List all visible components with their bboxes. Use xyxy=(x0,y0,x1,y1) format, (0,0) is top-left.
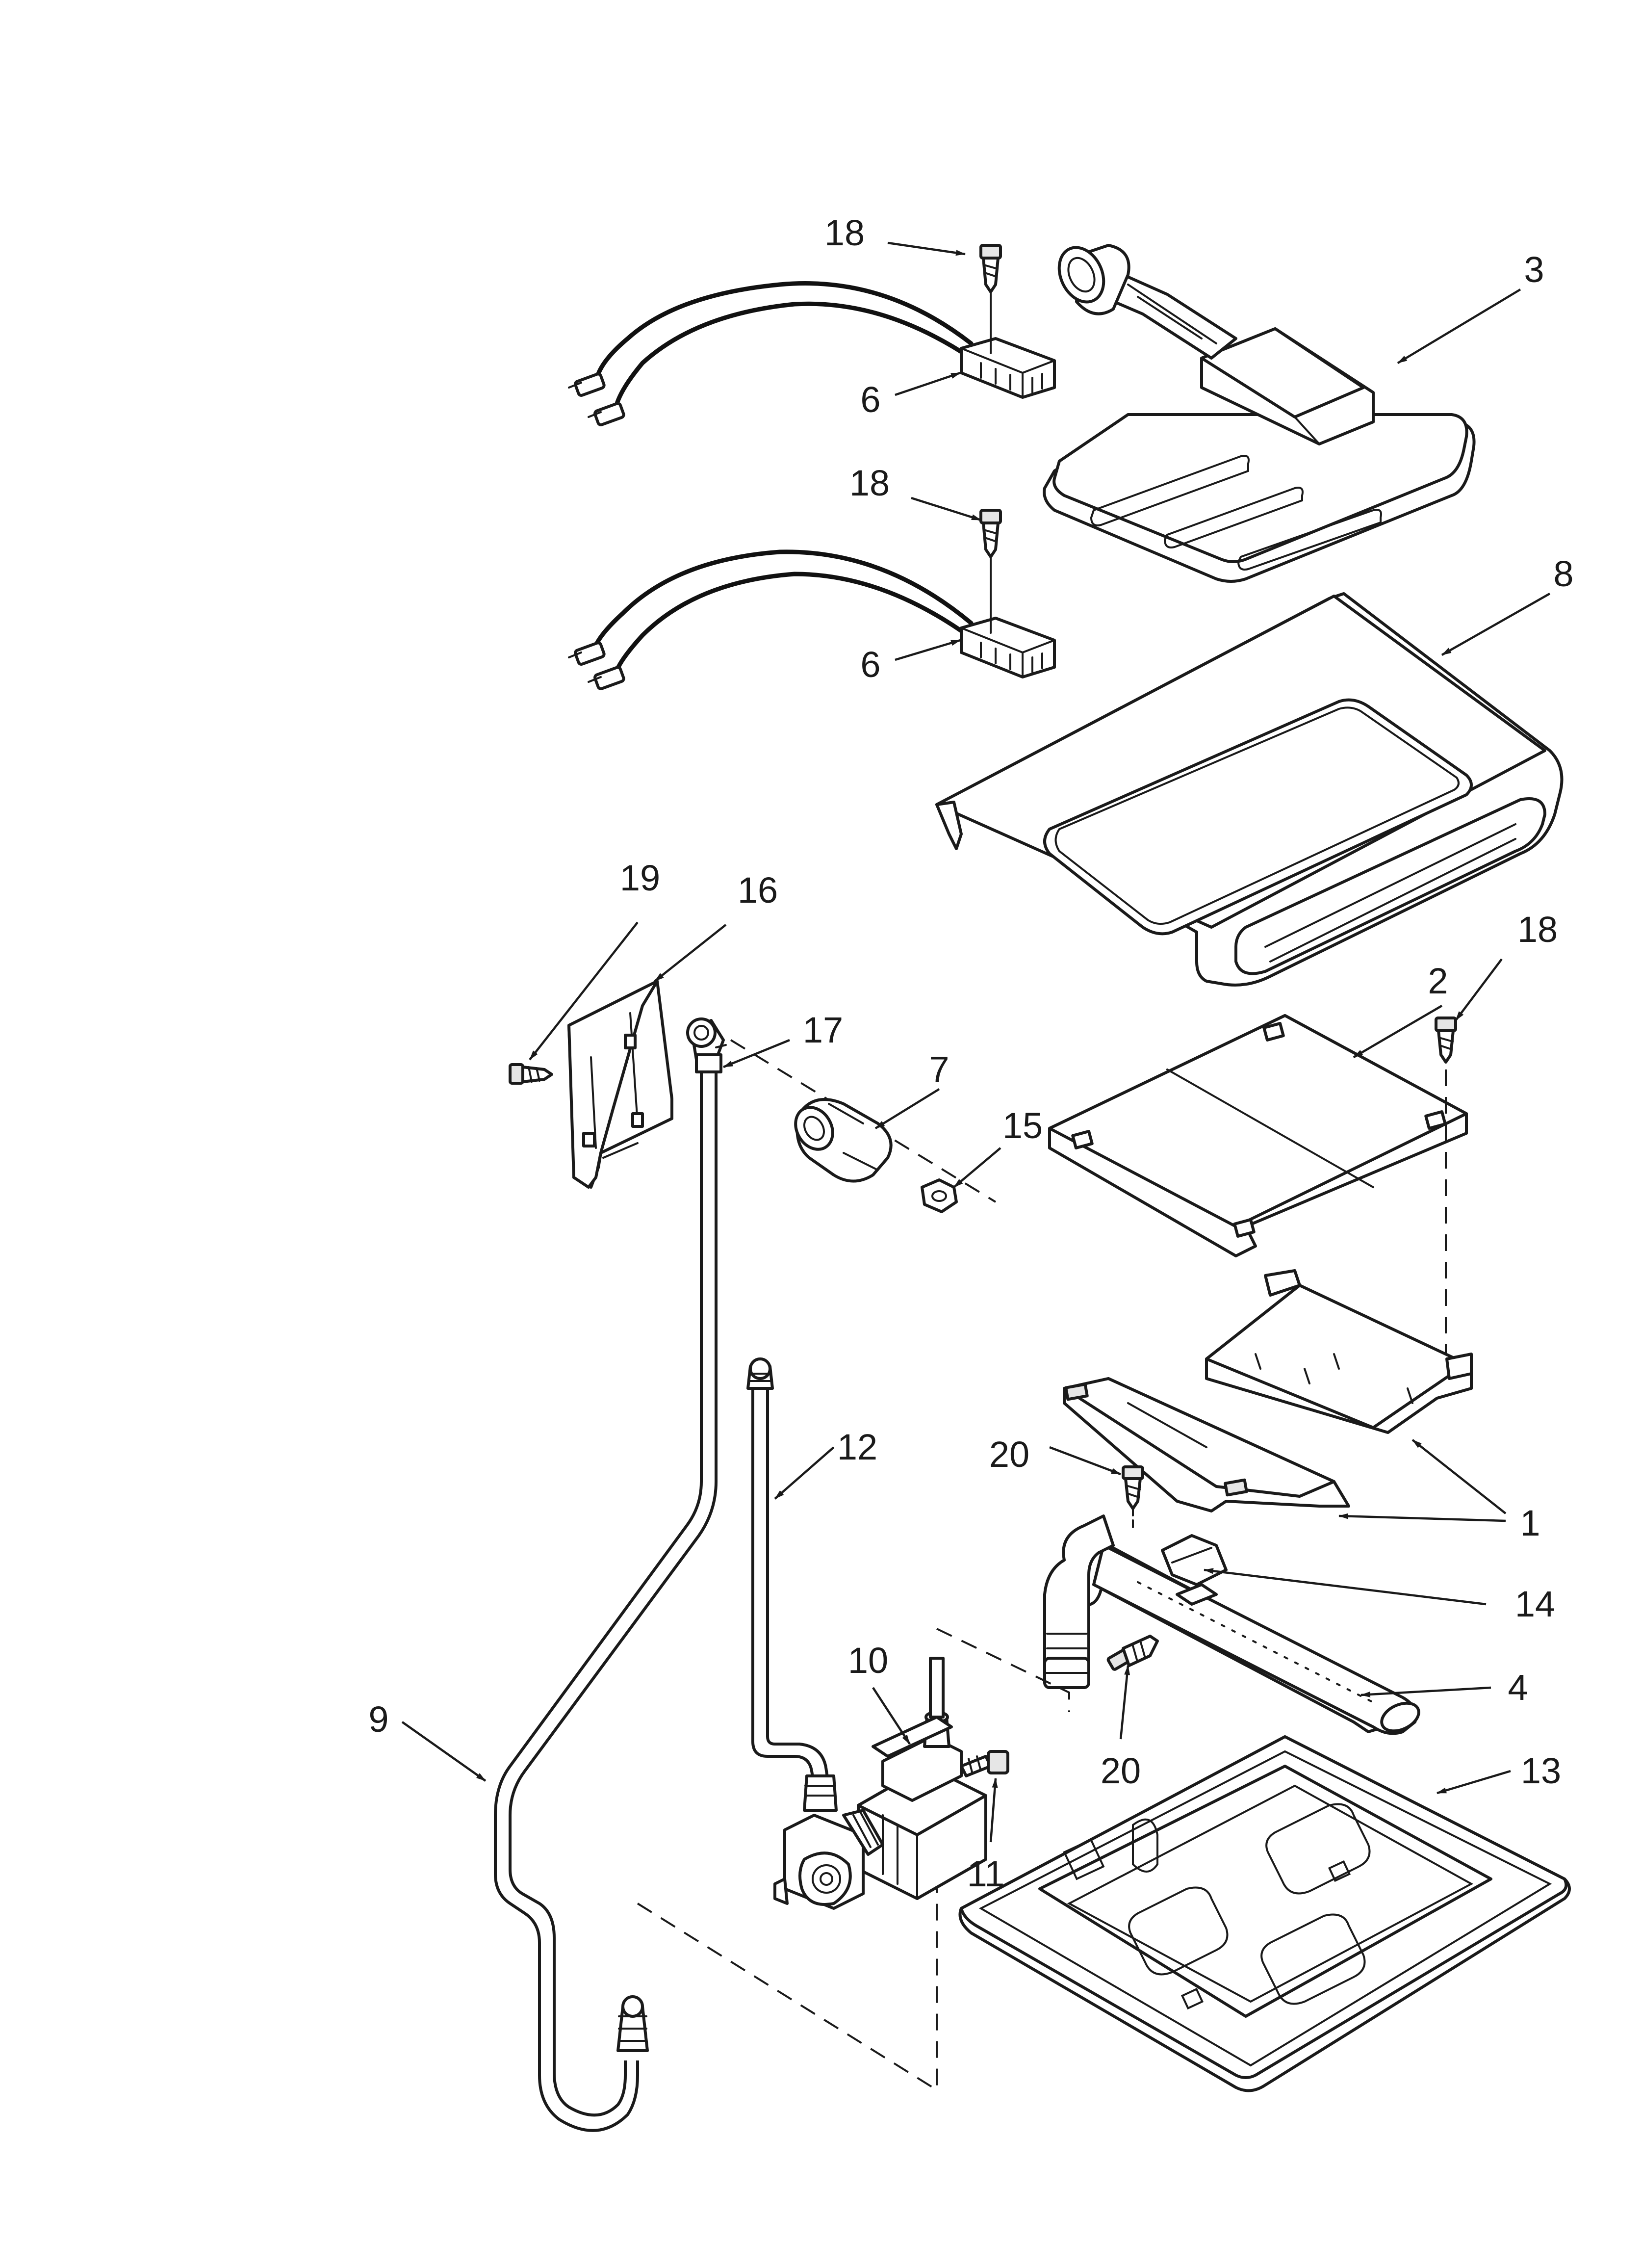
part-shield-plate xyxy=(1048,1014,1468,1257)
leader-18c xyxy=(1455,958,1503,1021)
callout-labels: 18 3 6 18 8 6 19 16 17 7 15 18 2 12 20 1… xyxy=(368,212,1573,1894)
callout-14: 14 xyxy=(1515,1584,1555,1624)
part-gas-tube-short xyxy=(746,1357,838,1812)
callout-4: 4 xyxy=(1508,1667,1528,1708)
leader-1b xyxy=(1338,1513,1506,1522)
leader-2 xyxy=(1353,1005,1443,1058)
leader-15 xyxy=(953,1147,1001,1188)
alignment-line-10-4 xyxy=(936,1628,1070,1712)
callout-8: 8 xyxy=(1553,553,1573,594)
part-clip xyxy=(1161,1534,1228,1586)
callout-18c: 18 xyxy=(1517,909,1558,950)
part-orifice-elbow xyxy=(686,1017,727,1061)
callout-15: 15 xyxy=(1002,1105,1043,1146)
leader-14 xyxy=(1204,1568,1487,1606)
leader-6b xyxy=(895,639,961,661)
callout-6a: 6 xyxy=(860,379,880,420)
part-screw-11 xyxy=(960,1750,1009,1777)
part-igniter-clamp xyxy=(794,1098,893,1183)
callout-20a: 20 xyxy=(989,1434,1029,1475)
callout-2: 2 xyxy=(1428,961,1448,1001)
part-gas-valve xyxy=(773,1657,987,1910)
leader-20a xyxy=(1049,1446,1121,1476)
leader-13 xyxy=(1437,1770,1511,1795)
callout-20b: 20 xyxy=(1101,1750,1141,1791)
callout-7: 7 xyxy=(929,1049,949,1090)
leader-6a xyxy=(895,371,961,396)
part-burner-cover xyxy=(1043,244,1476,583)
leader-20b xyxy=(1119,1665,1130,1740)
part-screw-20-lower xyxy=(1106,1635,1159,1671)
part-base-pan xyxy=(958,1735,1571,2092)
part-igniter-bracket xyxy=(567,980,673,1189)
leader-18b xyxy=(911,496,981,521)
leader-18a xyxy=(887,241,966,256)
part-burner-tube xyxy=(1043,1514,1420,1735)
leader-12 xyxy=(774,1446,835,1500)
part-wire-harness-upper xyxy=(568,244,1056,426)
leader-10 xyxy=(872,1687,911,1745)
leader-3 xyxy=(1397,288,1521,364)
leader-17 xyxy=(723,1039,790,1069)
part-screw-19 xyxy=(509,1063,553,1085)
leader-8 xyxy=(1441,593,1551,656)
alignment-line-17-15 xyxy=(730,1039,997,1203)
leader-lines xyxy=(401,241,1551,1843)
callout-13: 13 xyxy=(1521,1750,1561,1791)
callout-3: 3 xyxy=(1524,249,1544,290)
part-top-cover xyxy=(935,592,1564,987)
callout-6b: 6 xyxy=(860,644,880,685)
part-screw-18-right xyxy=(1435,1017,1457,1064)
callout-19: 19 xyxy=(620,858,660,898)
part-nut xyxy=(921,1178,958,1213)
part-gas-tube-long xyxy=(494,1053,722,2132)
callout-17: 17 xyxy=(803,1010,843,1050)
callout-18a: 18 xyxy=(824,212,865,253)
callout-11: 11 xyxy=(967,1853,1005,1894)
leader-11 xyxy=(989,1778,998,1843)
callout-1: 1 xyxy=(1520,1503,1540,1543)
part-screw-20-upper xyxy=(1122,1465,1144,1510)
part-burner-bracket xyxy=(1063,1269,1473,1512)
part-wire-harness-lower xyxy=(568,509,1056,690)
leader-7 xyxy=(874,1088,940,1129)
leader-19 xyxy=(529,921,639,1061)
leader-9 xyxy=(401,1721,487,1782)
leader-16 xyxy=(654,924,727,982)
callout-9: 9 xyxy=(368,1699,388,1740)
callout-18b: 18 xyxy=(849,463,890,503)
leader-4 xyxy=(1360,1686,1491,1697)
callout-10: 10 xyxy=(848,1640,888,1681)
callout-16: 16 xyxy=(738,870,778,911)
callout-12: 12 xyxy=(837,1427,877,1467)
leader-1a xyxy=(1411,1439,1507,1514)
